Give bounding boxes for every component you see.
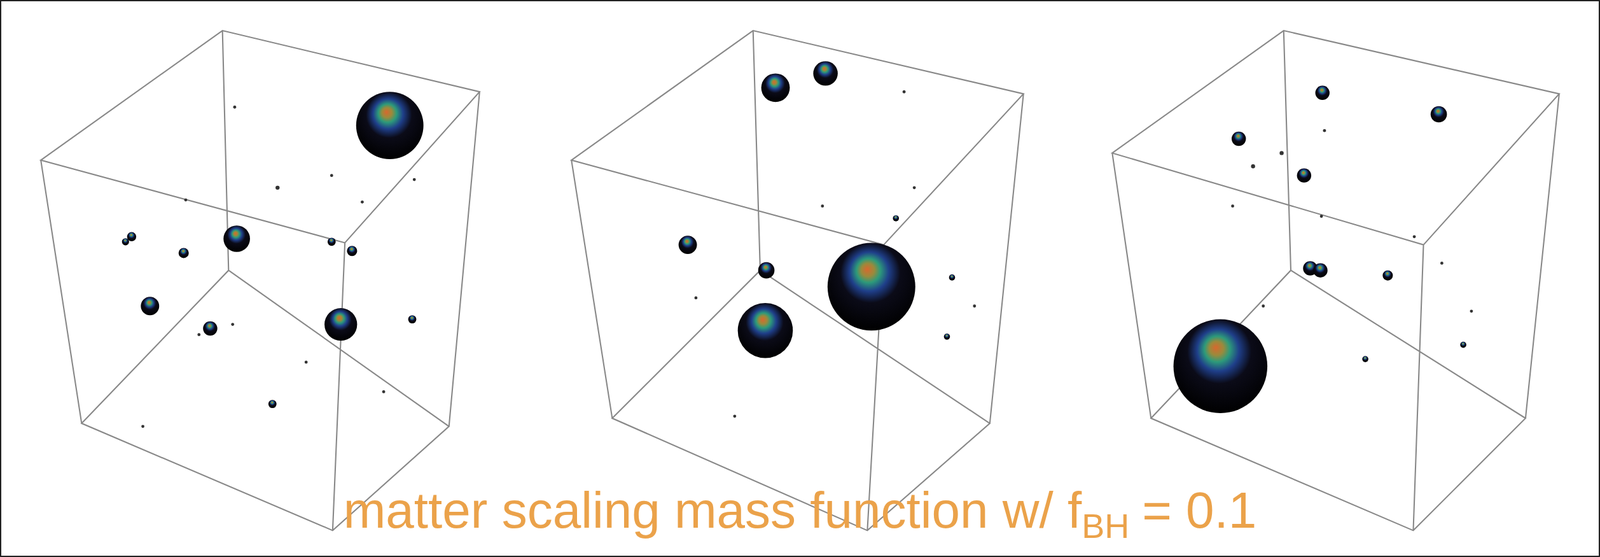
caption-text: matter scaling mass function w/ fBH= 0.1 — [343, 484, 1258, 536]
black-hole — [346, 245, 357, 256]
dot — [1469, 309, 1473, 313]
dot — [1412, 234, 1417, 238]
black-hole — [1314, 85, 1329, 100]
dot — [820, 204, 824, 208]
black-hole — [944, 333, 951, 340]
black-hole — [892, 215, 899, 222]
dot — [360, 200, 364, 204]
dot — [912, 185, 917, 189]
dot — [902, 90, 906, 94]
caption-row: matter scaling mass function w/ fBH= 0.1 — [0, 484, 1600, 536]
black-hole — [1382, 270, 1393, 281]
dot — [412, 178, 417, 182]
black-hole — [737, 302, 794, 359]
cube — [1112, 30, 1560, 530]
cube — [40, 30, 480, 530]
black-hole — [1313, 262, 1328, 277]
dot — [141, 424, 145, 428]
black-hole — [268, 399, 277, 408]
dot — [1279, 150, 1284, 155]
dot — [330, 173, 334, 177]
black-hole — [827, 242, 916, 331]
caption-part: matter scaling mass function w/ f — [343, 481, 1082, 539]
subscript: BH — [1081, 506, 1130, 545]
black-hole — [1231, 131, 1246, 146]
black-hole — [356, 91, 424, 160]
black-hole — [678, 235, 698, 254]
black-hole — [1362, 355, 1369, 362]
black-hole — [223, 225, 251, 252]
black-hole — [140, 296, 160, 315]
black-hole — [202, 321, 217, 336]
black-hole — [122, 237, 130, 245]
dot — [972, 304, 976, 308]
black-hole — [813, 61, 838, 86]
cube — [571, 30, 1024, 530]
black-hole — [1430, 106, 1448, 123]
cube-outlines — [40, 30, 1560, 530]
dot — [1250, 164, 1255, 168]
black-hole — [758, 262, 775, 279]
dot — [1231, 204, 1235, 208]
dot — [197, 332, 201, 336]
dot — [1323, 129, 1327, 133]
dot — [1320, 214, 1324, 218]
dot — [694, 296, 698, 300]
black-hole — [1460, 341, 1467, 348]
black-hole — [1173, 319, 1268, 413]
black-hole — [178, 247, 189, 258]
dot — [732, 414, 737, 418]
dot — [304, 360, 308, 364]
dot — [1440, 261, 1444, 265]
caption-part: = 0.1 — [1141, 481, 1257, 539]
dot — [275, 185, 280, 190]
dot — [184, 198, 188, 202]
dot — [382, 389, 386, 394]
dot — [233, 105, 237, 109]
black-hole — [1297, 167, 1312, 182]
black-hole — [408, 314, 417, 324]
black-holes — [122, 61, 1467, 413]
dot — [1261, 304, 1265, 308]
tiny-black-holes — [141, 90, 1473, 428]
dot — [230, 322, 235, 326]
black-hole — [949, 274, 956, 281]
black-hole — [327, 237, 336, 246]
black-hole — [761, 73, 791, 102]
black-hole — [324, 307, 357, 341]
